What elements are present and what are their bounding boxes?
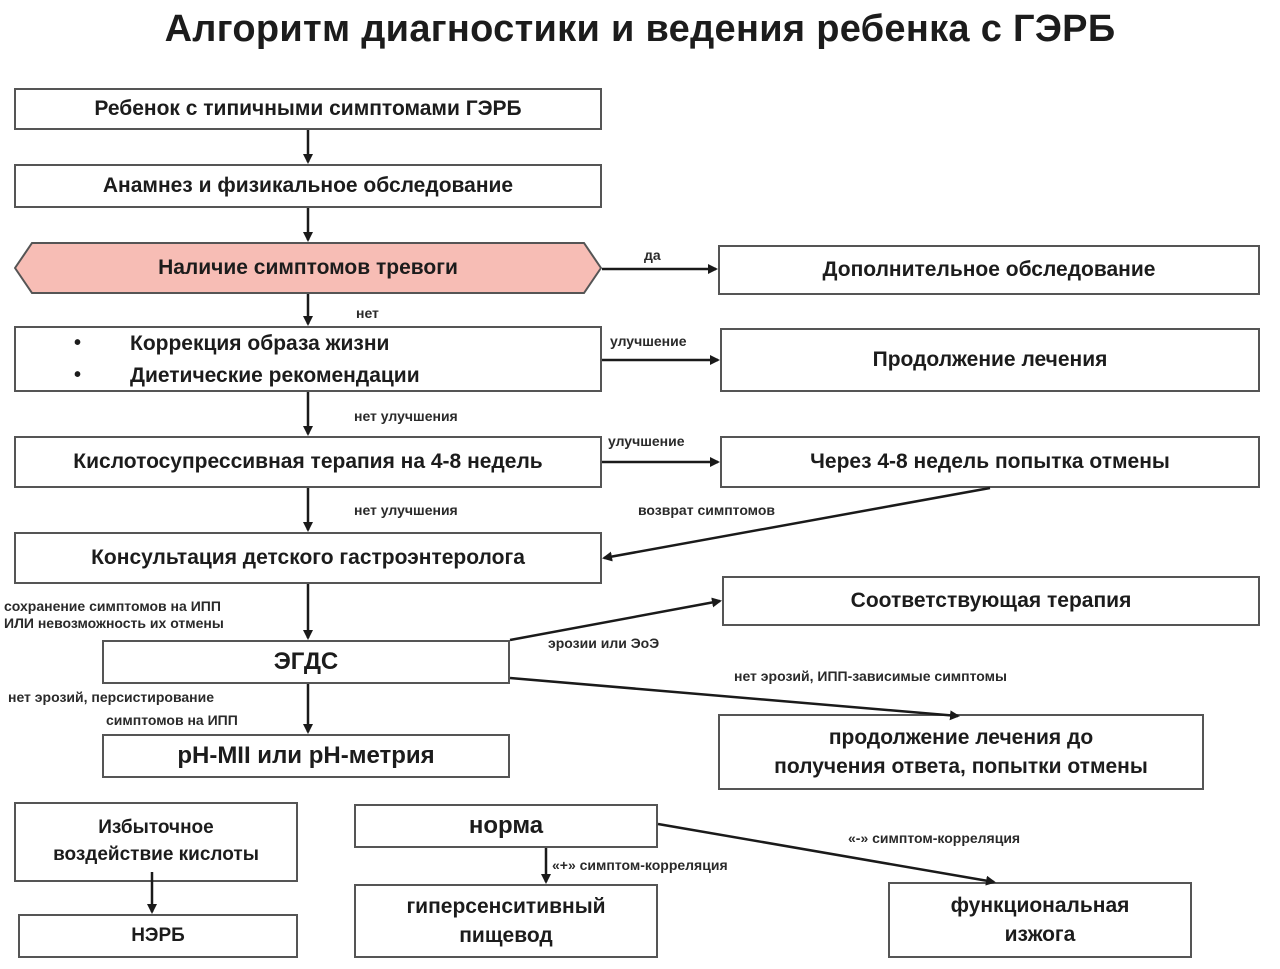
box-ph-metry: pH-MII или pH-метрия — [102, 734, 510, 778]
box-anamnesis: Анамнез и физикальное обследование — [14, 164, 602, 208]
box-ph-metry-text: pH-MII или pH-метрия — [177, 742, 435, 770]
box-continue-treatment-text: Продолжение лечения — [872, 348, 1108, 372]
label-improvement-2: улучшение — [608, 433, 685, 449]
box-lifestyle: • Коррекция образа жизни • Диетические р… — [14, 326, 602, 392]
box-hypersensitive-line2: пищевод — [459, 924, 553, 947]
box-typical-symptoms: Ребенок с типичными симптомами ГЭРБ — [14, 88, 602, 130]
box-continue-until-response: продолжение лечения до получения ответа,… — [718, 714, 1204, 790]
box-additional-exam-text: Дополнительное обследование — [822, 258, 1156, 282]
box-anamnesis-text: Анамнез и физикальное обследование — [102, 174, 514, 198]
lifestyle-item: • Коррекция образа жизни — [16, 332, 604, 362]
box-excess-acid-line2: воздействие кислоты — [53, 844, 259, 865]
label-yes: да — [644, 247, 661, 263]
box-functional: функциональная изжога — [888, 882, 1192, 958]
box-appropriate-therapy-text: Соответствующая терапия — [850, 589, 1132, 613]
box-egds-text: ЭГДС — [273, 648, 339, 676]
box-norm-text: норма — [468, 812, 544, 840]
label-no-erosions-persist-2: симптомов на ИПП — [106, 712, 238, 728]
box-nerd: НЭРБ — [18, 914, 298, 958]
alarm-hexagon-shape — [14, 242, 602, 294]
label-no: нет — [356, 305, 379, 321]
page-title: Алгоритм диагностики и ведения ребенка с… — [164, 8, 1116, 50]
box-functional-line1: функциональная — [950, 893, 1130, 917]
arrow-withdrawal-to-consult — [602, 486, 991, 562]
box-norm: норма — [354, 804, 658, 848]
label-erosions: эрозии или ЭоЭ — [548, 635, 660, 651]
box-hypersensitive-line1: гиперсенситивный — [406, 894, 606, 918]
label-no-improvement-1: нет улучшения — [354, 408, 458, 424]
box-additional-exam: Дополнительное обследование — [718, 245, 1260, 295]
box-alarm-symptoms: Наличие симптомов тревоги — [14, 242, 602, 294]
box-acid-therapy: Кислотосупрессивная терапия на 4-8 недел… — [14, 436, 602, 488]
lifestyle-item-text: Коррекция образа жизни — [130, 332, 390, 355]
label-ipp-line2: ИЛИ невозможность их отмены — [4, 615, 224, 631]
box-excess-acid: Избыточное воздействие кислоты — [14, 802, 298, 882]
label-symptom-return: возврат симптомов — [638, 502, 776, 518]
box-continue-treatment: Продолжение лечения — [720, 328, 1260, 392]
box-continue-until-response-line1: продолжение лечения до — [828, 725, 1094, 749]
alarm-hexagon — [14, 242, 602, 294]
box-continue-until-response-line2: получения ответа, попытки отмены — [774, 755, 1148, 778]
label-no-erosions-ipp: нет эрозий, ИПП-зависимые симптомы — [734, 668, 1007, 684]
box-functional-line2: изжога — [1004, 923, 1076, 946]
box-withdrawal-attempt-text: Через 4-8 недель попытка отмены — [810, 450, 1170, 474]
label-no-erosions-persist-1: нет эрозий, персистирование — [8, 689, 215, 705]
label-no-improvement-2: нет улучшения — [354, 502, 458, 518]
label-minus-correlation: «-» симптом-корреляция — [848, 830, 1021, 846]
lifestyle-item-text: Диетические рекомендации — [130, 364, 420, 387]
bullet-icon: • — [74, 364, 82, 386]
label-plus-correlation: «+» симптом-корреляция — [552, 857, 728, 873]
box-hypersensitive: гиперсенситивный пищевод — [354, 884, 658, 958]
box-typical-symptoms-text: Ребенок с типичными симптомами ГЭРБ — [94, 97, 522, 121]
box-gastro-consult-text: Консультация детского гастроэнтеролога — [91, 546, 525, 570]
bullet-icon: • — [74, 332, 82, 354]
box-egds: ЭГДС — [102, 640, 510, 684]
box-appropriate-therapy: Соответствующая терапия — [722, 576, 1260, 626]
box-withdrawal-attempt: Через 4-8 недель попытка отмены — [720, 436, 1260, 488]
box-gastro-consult: Консультация детского гастроэнтеролога — [14, 532, 602, 584]
box-excess-acid-line1: Избыточное — [98, 817, 214, 839]
box-acid-therapy-text: Кислотосупрессивная терапия на 4-8 недел… — [73, 450, 543, 474]
box-nerd-text: НЭРБ — [131, 924, 185, 946]
lifestyle-item: • Диетические рекомендации — [16, 364, 604, 394]
label-improvement-1: улучшение — [610, 333, 687, 349]
label-ipp-line1: сохранение симптомов на ИПП — [4, 598, 221, 614]
box-alarm-symptoms-text: Наличие симптомов тревоги — [158, 256, 458, 279]
